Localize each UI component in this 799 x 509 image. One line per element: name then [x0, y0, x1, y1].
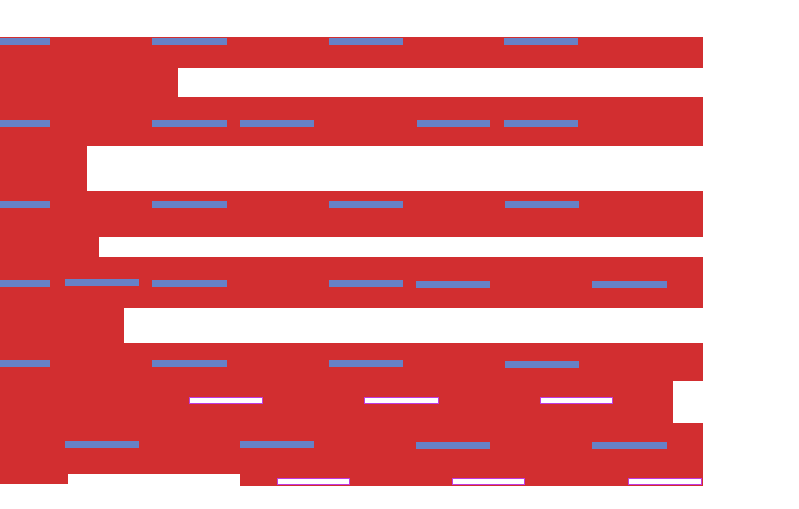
link-underline[interactable] [65, 279, 139, 286]
text-block [0, 474, 68, 484]
active-link-bar[interactable] [277, 478, 350, 485]
text-block [0, 146, 87, 191]
link-underline[interactable] [152, 201, 227, 208]
link-underline[interactable] [504, 120, 578, 127]
link-underline[interactable] [592, 442, 667, 449]
link-underline[interactable] [329, 280, 403, 287]
text-block [0, 68, 178, 97]
link-underline[interactable] [417, 120, 490, 127]
text-block [0, 97, 703, 146]
link-underline[interactable] [0, 38, 50, 45]
link-underline[interactable] [416, 442, 490, 449]
active-link-bar[interactable] [364, 397, 439, 404]
active-link-bar[interactable] [452, 478, 525, 485]
text-block [0, 191, 703, 237]
link-underline[interactable] [504, 38, 578, 45]
link-underline[interactable] [152, 360, 227, 367]
link-underline[interactable] [152, 38, 227, 45]
link-underline[interactable] [0, 201, 50, 208]
text-block [0, 237, 99, 257]
link-underline[interactable] [0, 280, 50, 287]
link-underline[interactable] [152, 280, 227, 287]
active-link-bar[interactable] [189, 397, 263, 404]
link-underline[interactable] [505, 361, 579, 368]
link-underline[interactable] [65, 441, 139, 448]
link-underline[interactable] [0, 360, 50, 367]
link-underline[interactable] [329, 38, 403, 45]
text-block [0, 423, 703, 474]
active-link-bar[interactable] [628, 478, 702, 485]
link-underline[interactable] [0, 120, 50, 127]
link-underline[interactable] [505, 201, 579, 208]
link-underline[interactable] [329, 360, 403, 367]
text-block [0, 308, 124, 343]
link-underline[interactable] [592, 281, 667, 288]
link-underline[interactable] [240, 441, 314, 448]
link-underline[interactable] [416, 281, 490, 288]
link-underline[interactable] [240, 120, 314, 127]
active-link-bar[interactable] [540, 397, 613, 404]
link-underline[interactable] [329, 201, 403, 208]
link-underline[interactable] [152, 120, 227, 127]
